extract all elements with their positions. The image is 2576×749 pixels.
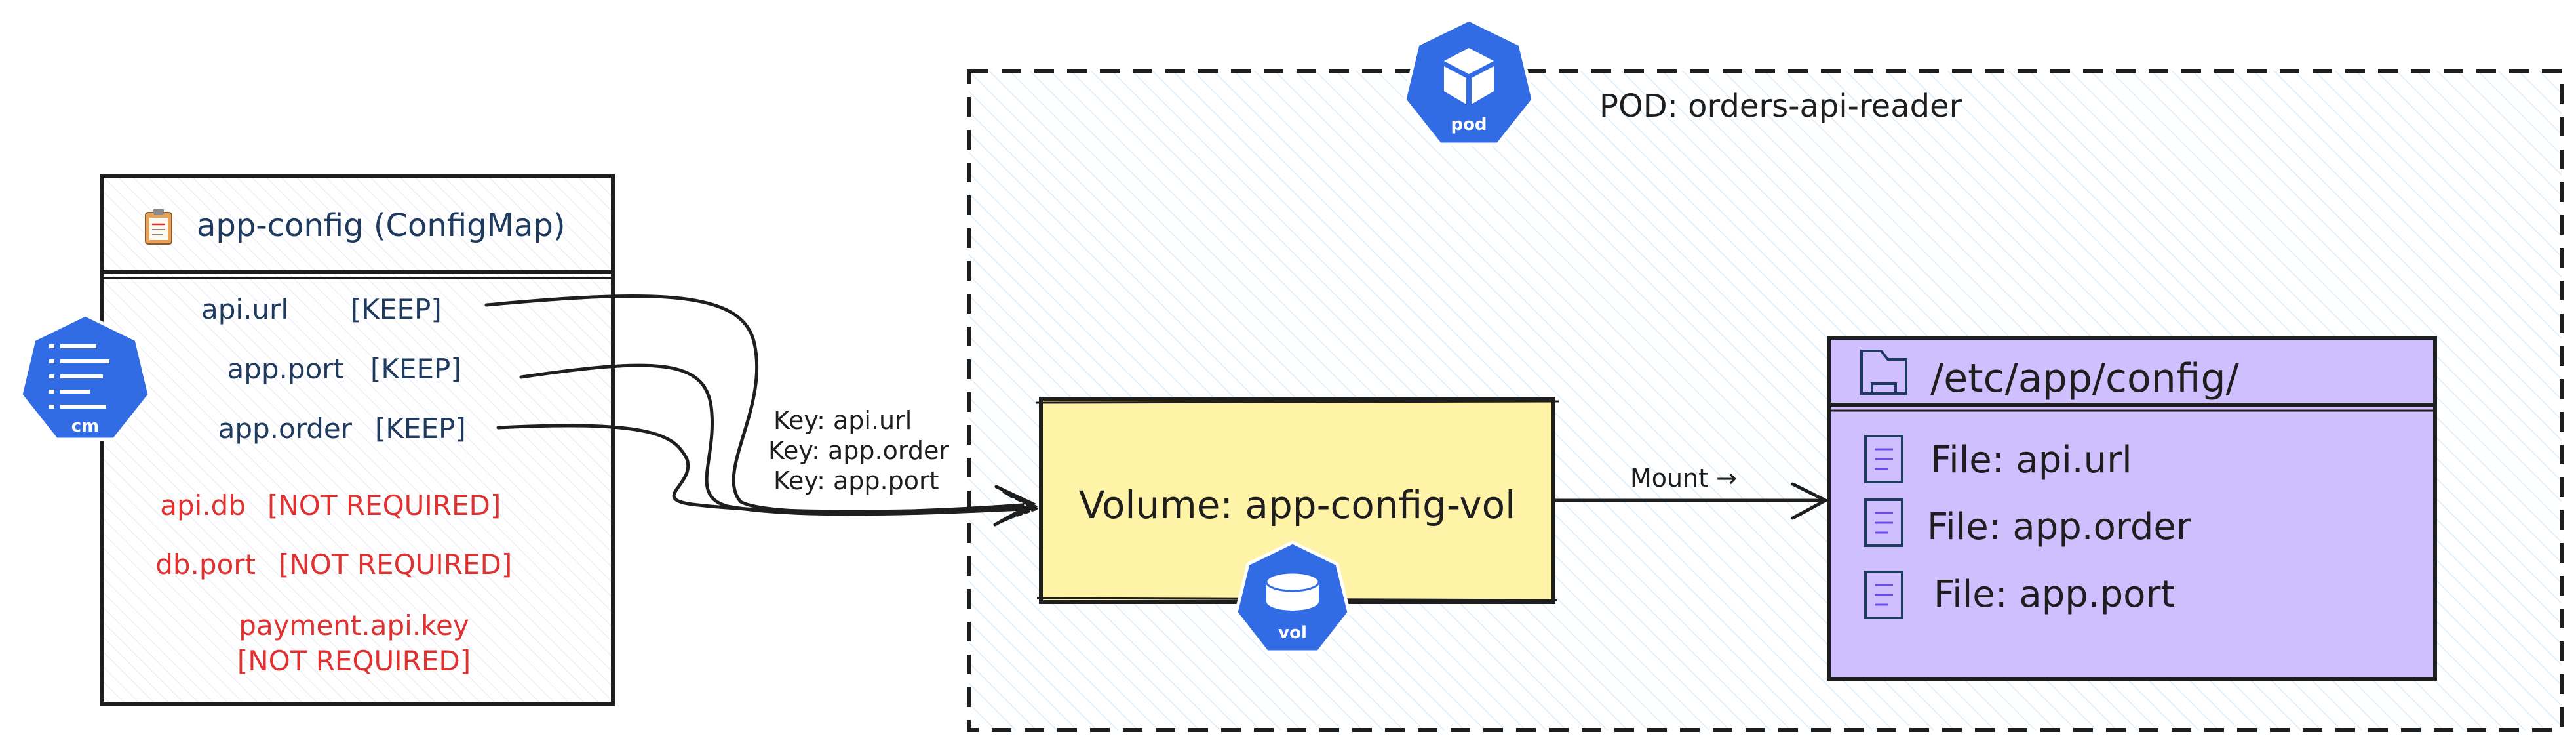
key-connectors — [484, 294, 1025, 516]
key-label-app-port: Key: app.port — [773, 466, 939, 495]
cube-icon — [1444, 48, 1494, 104]
file-name: File: app.order — [1927, 506, 2192, 548]
keep-key-api-url: api.url [KEEP] — [201, 293, 442, 325]
mount-directory-title: /etc/app/config/ — [1930, 355, 2240, 401]
connector-app-port — [519, 363, 1025, 516]
key-name: api.db — [160, 489, 246, 521]
clipboard-icon — [145, 209, 172, 245]
unused-key-db-port: db.port [NOT REQUIRED] — [155, 548, 512, 580]
mount-arrow — [1553, 482, 1829, 520]
configmap-icon: cm — [19, 313, 151, 441]
key-name: db.port — [155, 548, 256, 580]
key-tag: [NOT REQUIRED] — [279, 548, 512, 580]
pod-icon-label: pod — [1451, 115, 1487, 134]
file-row-app-order: File: app.order — [1864, 498, 2192, 548]
key-name: payment.api.key — [239, 609, 469, 641]
keep-key-app-order: app.order [KEEP] — [218, 413, 466, 445]
pod-icon: pod — [1403, 18, 1535, 146]
key-tag: [NOT REQUIRED] — [237, 645, 471, 677]
key-tag: [KEEP] — [375, 413, 466, 445]
connector-arrowhead — [993, 485, 1042, 527]
keep-key-app-port: app.port [KEEP] — [227, 353, 461, 385]
volume-title: Volume: app-config-vol — [1079, 483, 1516, 527]
connector-app-order — [496, 424, 1025, 514]
unused-key-api-db: api.db [NOT REQUIRED] — [160, 489, 501, 521]
key-name: app.port — [227, 353, 345, 385]
file-icon — [1864, 498, 1903, 547]
key-name: api.url — [201, 293, 288, 325]
database-icon — [1265, 571, 1320, 611]
key-label-api-url: Key: api.url — [773, 406, 912, 435]
list-icon — [49, 344, 109, 409]
file-row-app-port: File: app.port — [1864, 571, 2175, 619]
file-name: File: app.port — [1934, 573, 2175, 616]
configmap-icon-label: cm — [71, 416, 100, 436]
key-name: app.order — [218, 413, 353, 445]
key-tag: [KEEP] — [370, 353, 461, 385]
file-name: File: api.url — [1930, 439, 2132, 481]
file-icon — [1864, 435, 1903, 483]
mount-directory-box — [1827, 336, 2437, 681]
volume-icon-label: vol — [1278, 623, 1307, 643]
mount-label: Mount → — [1630, 464, 1737, 493]
volume-icon: vol — [1234, 540, 1351, 654]
folder-icon — [1860, 350, 1907, 395]
key-tag: [NOT REQUIRED] — [267, 489, 501, 521]
pod-title: POD: orders-api-reader — [1599, 88, 1962, 125]
unused-key-payment-api-key: payment.api.key [NOT REQUIRED] — [237, 609, 471, 677]
configmap-title: app-config (ConfigMap) — [197, 207, 566, 244]
file-icon — [1864, 571, 1903, 619]
key-label-app-order: Key: app.order — [768, 436, 949, 465]
key-tag: [KEEP] — [351, 293, 442, 325]
file-row-api-url: File: api.url — [1864, 435, 2132, 483]
configmap-box — [100, 174, 615, 706]
